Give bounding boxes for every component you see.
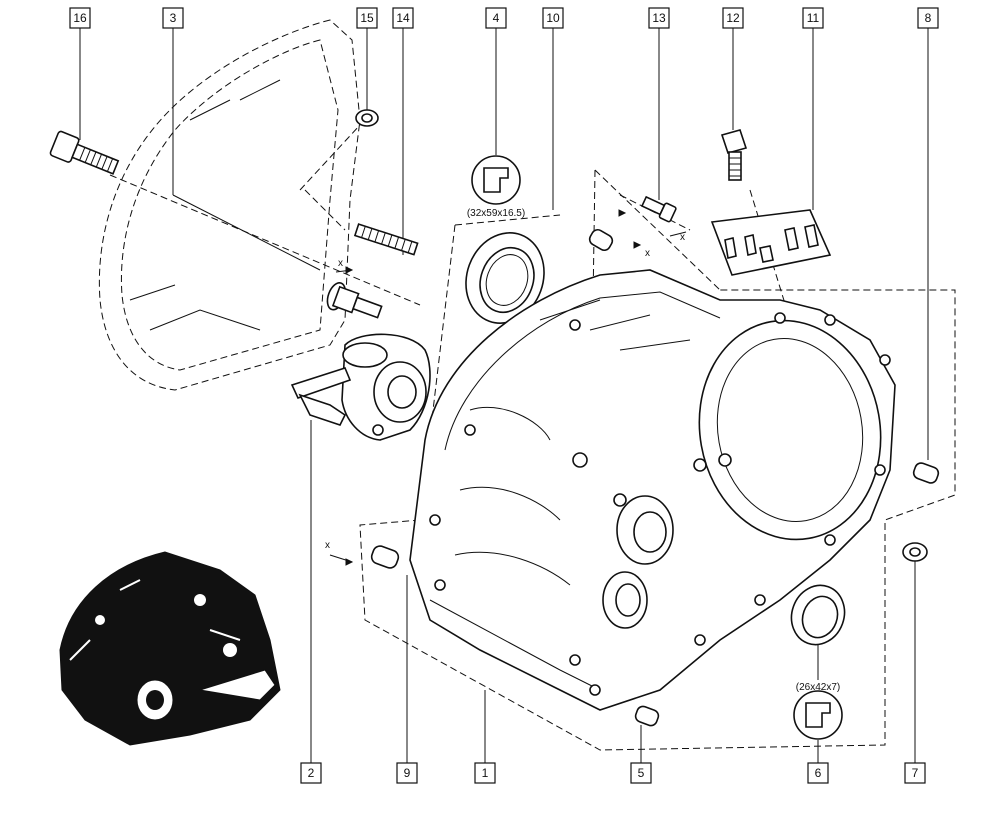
dowel-5 xyxy=(634,705,660,727)
svg-text:10: 10 xyxy=(546,11,560,25)
stud-14 xyxy=(353,223,419,256)
svg-text:3: 3 xyxy=(170,11,177,25)
svg-text:6: 6 xyxy=(815,766,822,780)
callout-13: 13 xyxy=(648,7,670,29)
flange-holes xyxy=(429,312,891,696)
svg-text:2: 2 xyxy=(308,766,315,780)
gearbox-thumbnail xyxy=(59,551,281,746)
gearbox-housing-1 xyxy=(409,269,896,711)
axis-marker-2: x xyxy=(618,209,687,243)
callout-5: 5 xyxy=(630,762,652,784)
dowel-9 xyxy=(370,545,400,569)
nut-15 xyxy=(355,109,379,127)
svg-text:8: 8 xyxy=(925,11,932,25)
svg-text:x: x xyxy=(680,232,685,243)
svg-text:12: 12 xyxy=(726,11,740,25)
svg-text:14: 14 xyxy=(396,11,410,25)
callout-9: 9 xyxy=(396,762,418,784)
seal-small-dimension: (26x42x7) xyxy=(796,682,840,693)
svg-text:9: 9 xyxy=(404,766,411,780)
callout-15: 15 xyxy=(356,7,378,29)
callout-7: 7 xyxy=(904,762,926,784)
bolt-12 xyxy=(720,129,748,181)
seal-large-dimension: (32x59x16.5) xyxy=(467,208,525,219)
svg-text:11: 11 xyxy=(807,11,820,25)
clutch-housing-gasket xyxy=(98,19,361,391)
bracket-11 xyxy=(710,209,832,276)
svg-text:15: 15 xyxy=(360,11,374,25)
dowel-8 xyxy=(912,462,940,484)
svg-text:x: x xyxy=(645,248,650,259)
svg-text:5: 5 xyxy=(638,766,645,780)
svg-text:13: 13 xyxy=(652,11,666,25)
svg-text:1: 1 xyxy=(482,766,489,780)
bolt-16 xyxy=(49,130,120,175)
axis-marker-4: x xyxy=(325,540,354,566)
svg-text:4: 4 xyxy=(493,11,500,25)
oil-seal-6 xyxy=(790,584,846,646)
dowel-10 xyxy=(588,228,614,252)
callout-2: 2 xyxy=(300,762,322,784)
callout-11: 11 xyxy=(802,7,824,29)
svg-text:7: 7 xyxy=(912,766,919,780)
svg-text:x: x xyxy=(338,258,343,269)
axis-marker-1: x xyxy=(335,258,354,274)
svg-text:x: x xyxy=(325,540,330,551)
callout-14: 14 xyxy=(392,7,414,29)
callout-10: 10 xyxy=(542,7,564,29)
slave-cylinder-2 xyxy=(290,333,431,441)
callout-4: 4 xyxy=(485,7,507,29)
seal-symbol-small: (26x42x7) xyxy=(793,682,843,740)
bolt-13 xyxy=(640,195,677,223)
callout-16: 16 xyxy=(69,7,91,29)
axis-marker-3: x xyxy=(633,241,650,259)
callout-1: 1 xyxy=(474,762,496,784)
callout-3: 3 xyxy=(162,7,184,29)
washer-7 xyxy=(902,542,928,562)
callout-6: 6 xyxy=(807,762,829,784)
shoulder-bolt-3 xyxy=(326,282,383,319)
leader-lines xyxy=(79,28,929,763)
callout-12: 12 xyxy=(722,7,744,29)
svg-text:16: 16 xyxy=(73,11,87,25)
oil-seal-4 xyxy=(465,232,545,324)
seal-symbol-large: (32x59x16.5) xyxy=(467,155,525,219)
callout-8: 8 xyxy=(917,7,939,29)
